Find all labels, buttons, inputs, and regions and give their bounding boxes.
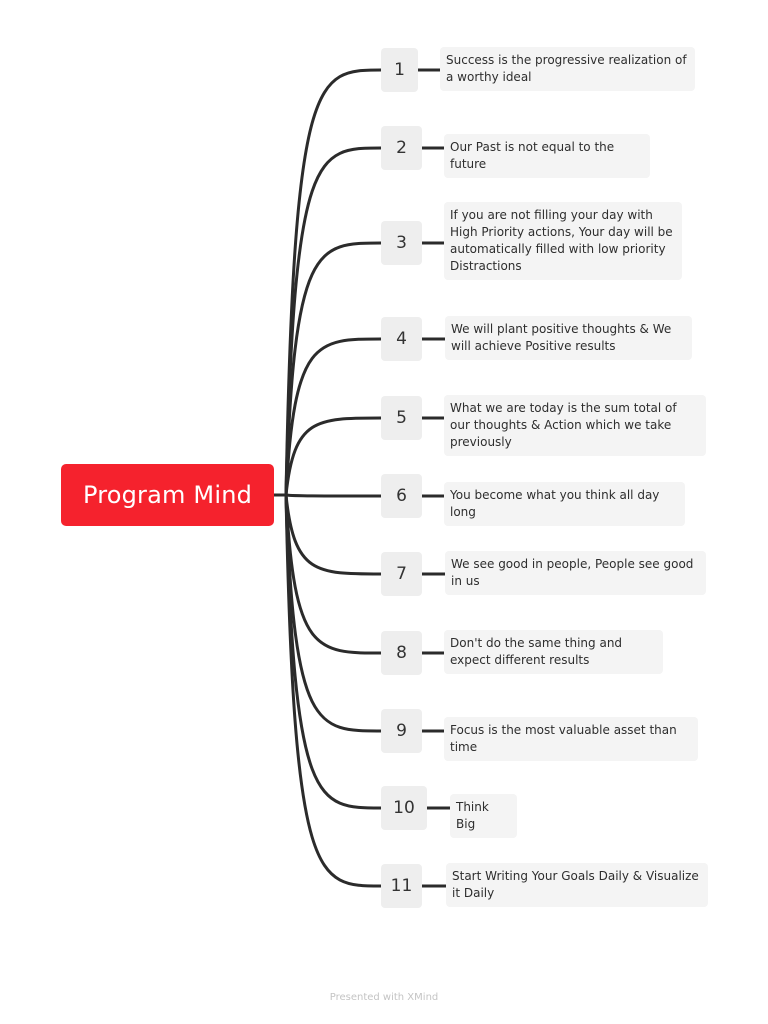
number-node-11[interactable]: 11 bbox=[381, 864, 422, 908]
number-node-2[interactable]: 2 bbox=[381, 126, 422, 170]
number-node-6[interactable]: 6 bbox=[381, 474, 422, 518]
leaf-node-9[interactable]: Focus is the most valuable asset than ti… bbox=[444, 717, 698, 761]
leaf-node-6[interactable]: You become what you think all day long bbox=[444, 482, 685, 526]
leaf-node-7[interactable]: We see good in people, People see good i… bbox=[445, 551, 706, 595]
number-node-10[interactable]: 10 bbox=[381, 786, 427, 830]
number-node-5[interactable]: 5 bbox=[381, 396, 422, 440]
branch-line-5 bbox=[274, 416, 382, 497]
branch-line-6 bbox=[274, 493, 382, 498]
leaf-node-11[interactable]: Start Writing Your Goals Daily & Visuali… bbox=[446, 863, 708, 907]
number-node-1[interactable]: 1 bbox=[381, 48, 418, 92]
root-topic-label: Program Mind bbox=[82, 481, 253, 509]
number-node-9[interactable]: 9 bbox=[381, 709, 422, 753]
leaf-node-3[interactable]: If you are not filling your day with Hig… bbox=[444, 202, 682, 280]
leaf-node-8[interactable]: Don't do the same thing and expect diffe… bbox=[444, 630, 663, 674]
leaf-node-10[interactable]: Think Big bbox=[450, 794, 517, 838]
branch-line-3 bbox=[274, 241, 382, 497]
leaf-node-1[interactable]: Success is the progressive realization o… bbox=[440, 47, 695, 91]
number-node-3[interactable]: 3 bbox=[381, 221, 422, 265]
footer-credit: Presented with XMind bbox=[329, 992, 439, 1003]
number-node-7[interactable]: 7 bbox=[381, 552, 422, 596]
number-node-8[interactable]: 8 bbox=[381, 631, 422, 675]
branch-line-11 bbox=[274, 493, 382, 888]
leaf-node-2[interactable]: Our Past is not equal to the future bbox=[444, 134, 650, 178]
root-topic[interactable]: Program Mind bbox=[61, 464, 274, 526]
leaf-node-4[interactable]: We will plant positive thoughts & We wil… bbox=[445, 316, 692, 360]
leaf-node-5[interactable]: What we are today is the sum total of ou… bbox=[444, 395, 706, 456]
branch-line-4 bbox=[274, 337, 382, 497]
number-node-4[interactable]: 4 bbox=[381, 317, 422, 361]
